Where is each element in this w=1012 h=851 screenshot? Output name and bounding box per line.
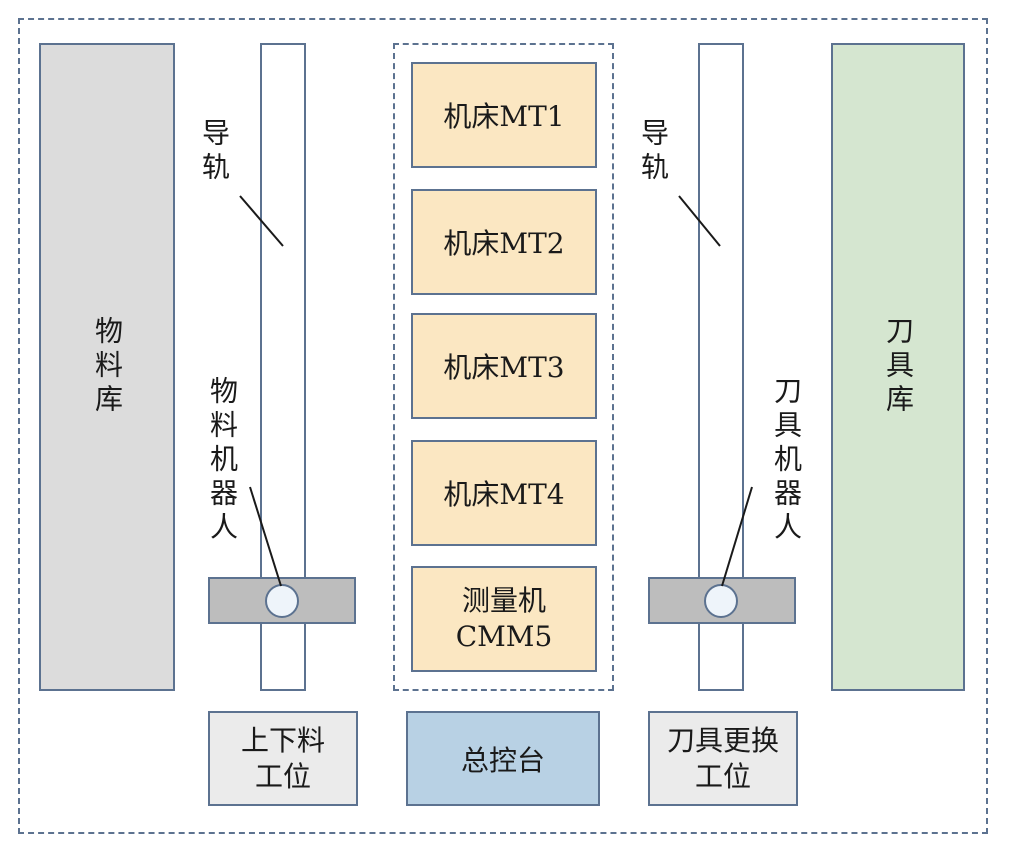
left-rail-leader <box>239 195 284 247</box>
right-rail-label: 导轨 <box>637 118 670 186</box>
material-robot-icon <box>265 584 299 618</box>
workcell-boundary <box>18 18 988 834</box>
material-robot-label: 物料机器人 <box>206 376 239 546</box>
right-rail-leader <box>678 195 721 247</box>
tool-change-station: 刀具更换 工位 <box>648 711 798 806</box>
master-console: 总控台 <box>406 711 600 806</box>
tool-robot-label: 刀具机器人 <box>770 376 803 546</box>
machine-mt1: 机床MT1 <box>411 62 597 168</box>
material-robot-leader <box>249 486 282 587</box>
material-library: 物料库 <box>39 43 175 691</box>
cmm-machine: 测量机 CMM5 <box>411 566 597 672</box>
machine-mt4: 机床MT4 <box>411 440 597 546</box>
left-rail-label: 导轨 <box>198 118 231 186</box>
tool-robot-leader <box>721 486 753 587</box>
tool-library: 刀具库 <box>831 43 965 691</box>
load-unload-station: 上下料 工位 <box>208 711 358 806</box>
machine-mt2: 机床MT2 <box>411 189 597 295</box>
tool-robot-icon <box>704 584 738 618</box>
machine-mt3: 机床MT3 <box>411 313 597 419</box>
tool-library-label: 刀具库 <box>882 316 915 418</box>
material-library-label: 物料库 <box>91 316 124 418</box>
machine-group <box>393 43 614 691</box>
